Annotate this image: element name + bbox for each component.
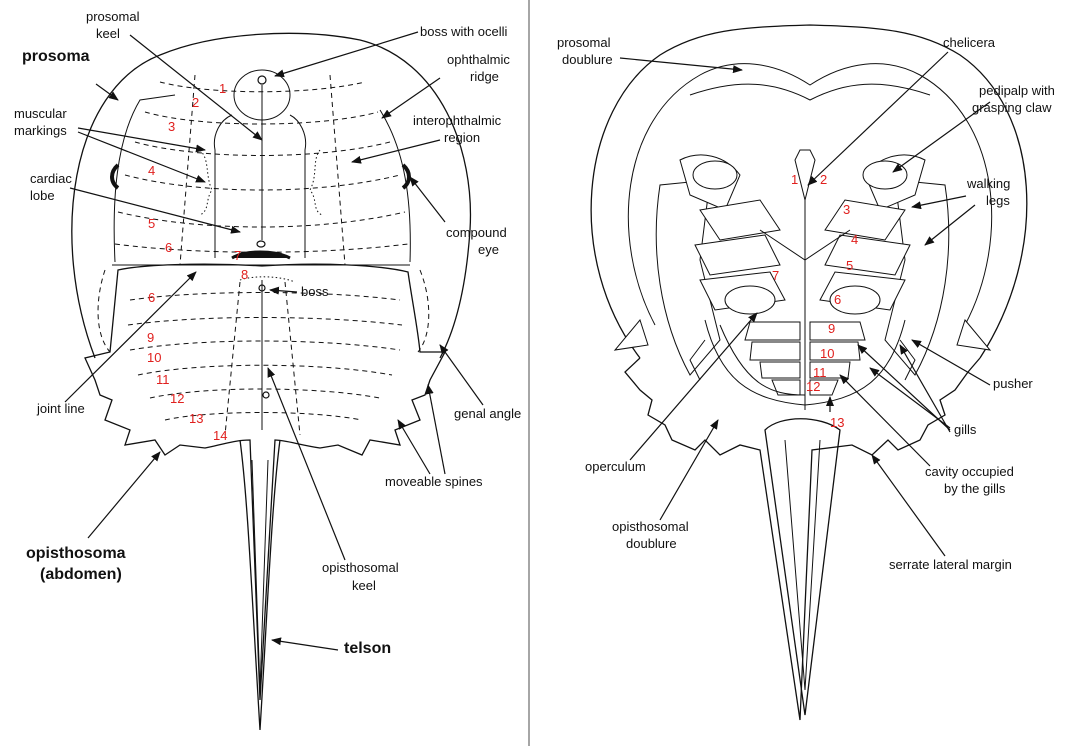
label-boss: boss xyxy=(301,284,329,299)
arrow xyxy=(268,368,345,560)
arrow xyxy=(275,32,418,76)
segment-number: 7 xyxy=(234,248,241,263)
segment-number: 4 xyxy=(851,232,858,247)
arrow xyxy=(428,385,445,474)
label-prosomal-keel: keel xyxy=(96,26,120,41)
label-opisthosoma: opisthosoma xyxy=(26,545,126,562)
label-genal-angle: genal angle xyxy=(454,406,521,421)
label-cardiac-lobe: cardiac xyxy=(30,171,72,186)
segment-number: 8 xyxy=(241,267,248,282)
segment-number: 11 xyxy=(813,365,827,380)
arrow xyxy=(65,272,196,402)
arrow xyxy=(270,290,297,292)
segment-number: 12 xyxy=(170,391,184,406)
label-cardiac-lobe: lobe xyxy=(30,188,55,203)
segment-number: 13 xyxy=(830,415,844,430)
label-compound-eye: eye xyxy=(478,242,499,257)
label-compound-eye: compound xyxy=(446,225,507,240)
label-opisthosomal-keel: opisthosomal xyxy=(322,560,399,575)
label-ophthalmic-ridge: ophthalmic xyxy=(447,52,510,67)
segment-number: 2 xyxy=(192,95,199,110)
label-opisthosomal-doublure: opisthosomal xyxy=(612,519,689,534)
label-pedipalp: pedipalp with xyxy=(979,83,1055,98)
label-walking-legs: walking xyxy=(966,176,1010,191)
label-moveable-spines: moveable spines xyxy=(385,474,483,489)
label-prosomal-doublure: doublure xyxy=(562,52,613,67)
segment-number: 14 xyxy=(213,428,227,443)
label-boss-with-ocelli: boss with ocelli xyxy=(420,24,508,39)
label-opisthosomal-keel: keel xyxy=(352,578,376,593)
segment-number: 2 xyxy=(820,172,827,187)
segment-number: 1 xyxy=(219,81,226,96)
arrow xyxy=(398,420,430,474)
label-operculum: operculum xyxy=(585,459,646,474)
segment-number: 6 xyxy=(834,292,841,307)
label-muscular-markings: muscular xyxy=(14,106,67,121)
label-prosoma: prosoma xyxy=(22,48,90,65)
segment-number: 1 xyxy=(791,172,798,187)
segment-number: 6 xyxy=(148,290,155,305)
arrow xyxy=(130,35,262,140)
segment-number: 3 xyxy=(168,119,175,134)
arrow xyxy=(660,420,718,520)
arrow xyxy=(620,58,742,70)
label-opisthosoma: (abdomen) xyxy=(40,566,122,583)
segment-number: 10 xyxy=(147,350,161,365)
segment-number: 5 xyxy=(846,258,853,273)
segment-number: 9 xyxy=(147,330,154,345)
label-interophthalmic-region: interophthalmic xyxy=(413,113,502,128)
label-telson: telson xyxy=(344,640,391,657)
segment-number: 9 xyxy=(828,321,835,336)
label-interophthalmic-region: region xyxy=(444,130,480,145)
label-serrate-lateral-margin: serrate lateral margin xyxy=(889,557,1012,572)
label-ophthalmic-ridge: ridge xyxy=(470,69,499,84)
segment-number: 3 xyxy=(843,202,850,217)
arrow xyxy=(440,345,483,405)
segment-number: 4 xyxy=(148,163,155,178)
label-opisthosomal-doublure: doublure xyxy=(626,536,677,551)
label-pedipalp: grasping claw xyxy=(972,100,1052,115)
label-joint-line: joint line xyxy=(36,401,85,416)
label-muscular-markings: markings xyxy=(14,123,67,138)
dorsal-segment-numbers: 1 2 3 4 5 6 7 8 6 9 10 11 12 13 14 xyxy=(147,81,248,443)
segment-number: 11 xyxy=(156,372,170,387)
segment-number: 12 xyxy=(806,379,820,394)
segment-number: 13 xyxy=(189,411,203,426)
ventral-view: 1 2 3 4 5 6 7 9 10 11 12 13 prosomal dou… xyxy=(557,25,1055,720)
segment-number: 5 xyxy=(148,216,155,231)
label-cavity: by the gills xyxy=(944,481,1006,496)
arrow xyxy=(272,640,338,650)
segment-number: 10 xyxy=(820,346,834,361)
segment-number: 7 xyxy=(772,268,779,283)
dorsal-view: 1 2 3 4 5 6 7 8 6 9 10 11 12 13 14 proso… xyxy=(14,9,521,730)
label-chelicera: chelicera xyxy=(943,35,996,50)
arrow xyxy=(382,78,440,118)
label-prosomal-doublure: prosomal xyxy=(557,35,611,50)
label-walking-legs: legs xyxy=(986,193,1010,208)
arrow xyxy=(870,368,950,428)
label-pusher: pusher xyxy=(993,376,1033,391)
label-prosomal-keel: prosomal xyxy=(86,9,140,24)
label-gills: gills xyxy=(954,422,977,437)
legs-cluster xyxy=(656,150,949,375)
arrow xyxy=(410,177,445,222)
segment-number: 6 xyxy=(165,240,172,255)
arrow xyxy=(840,375,930,466)
arrow xyxy=(88,452,160,538)
label-cavity: cavity occupied xyxy=(925,464,1014,479)
